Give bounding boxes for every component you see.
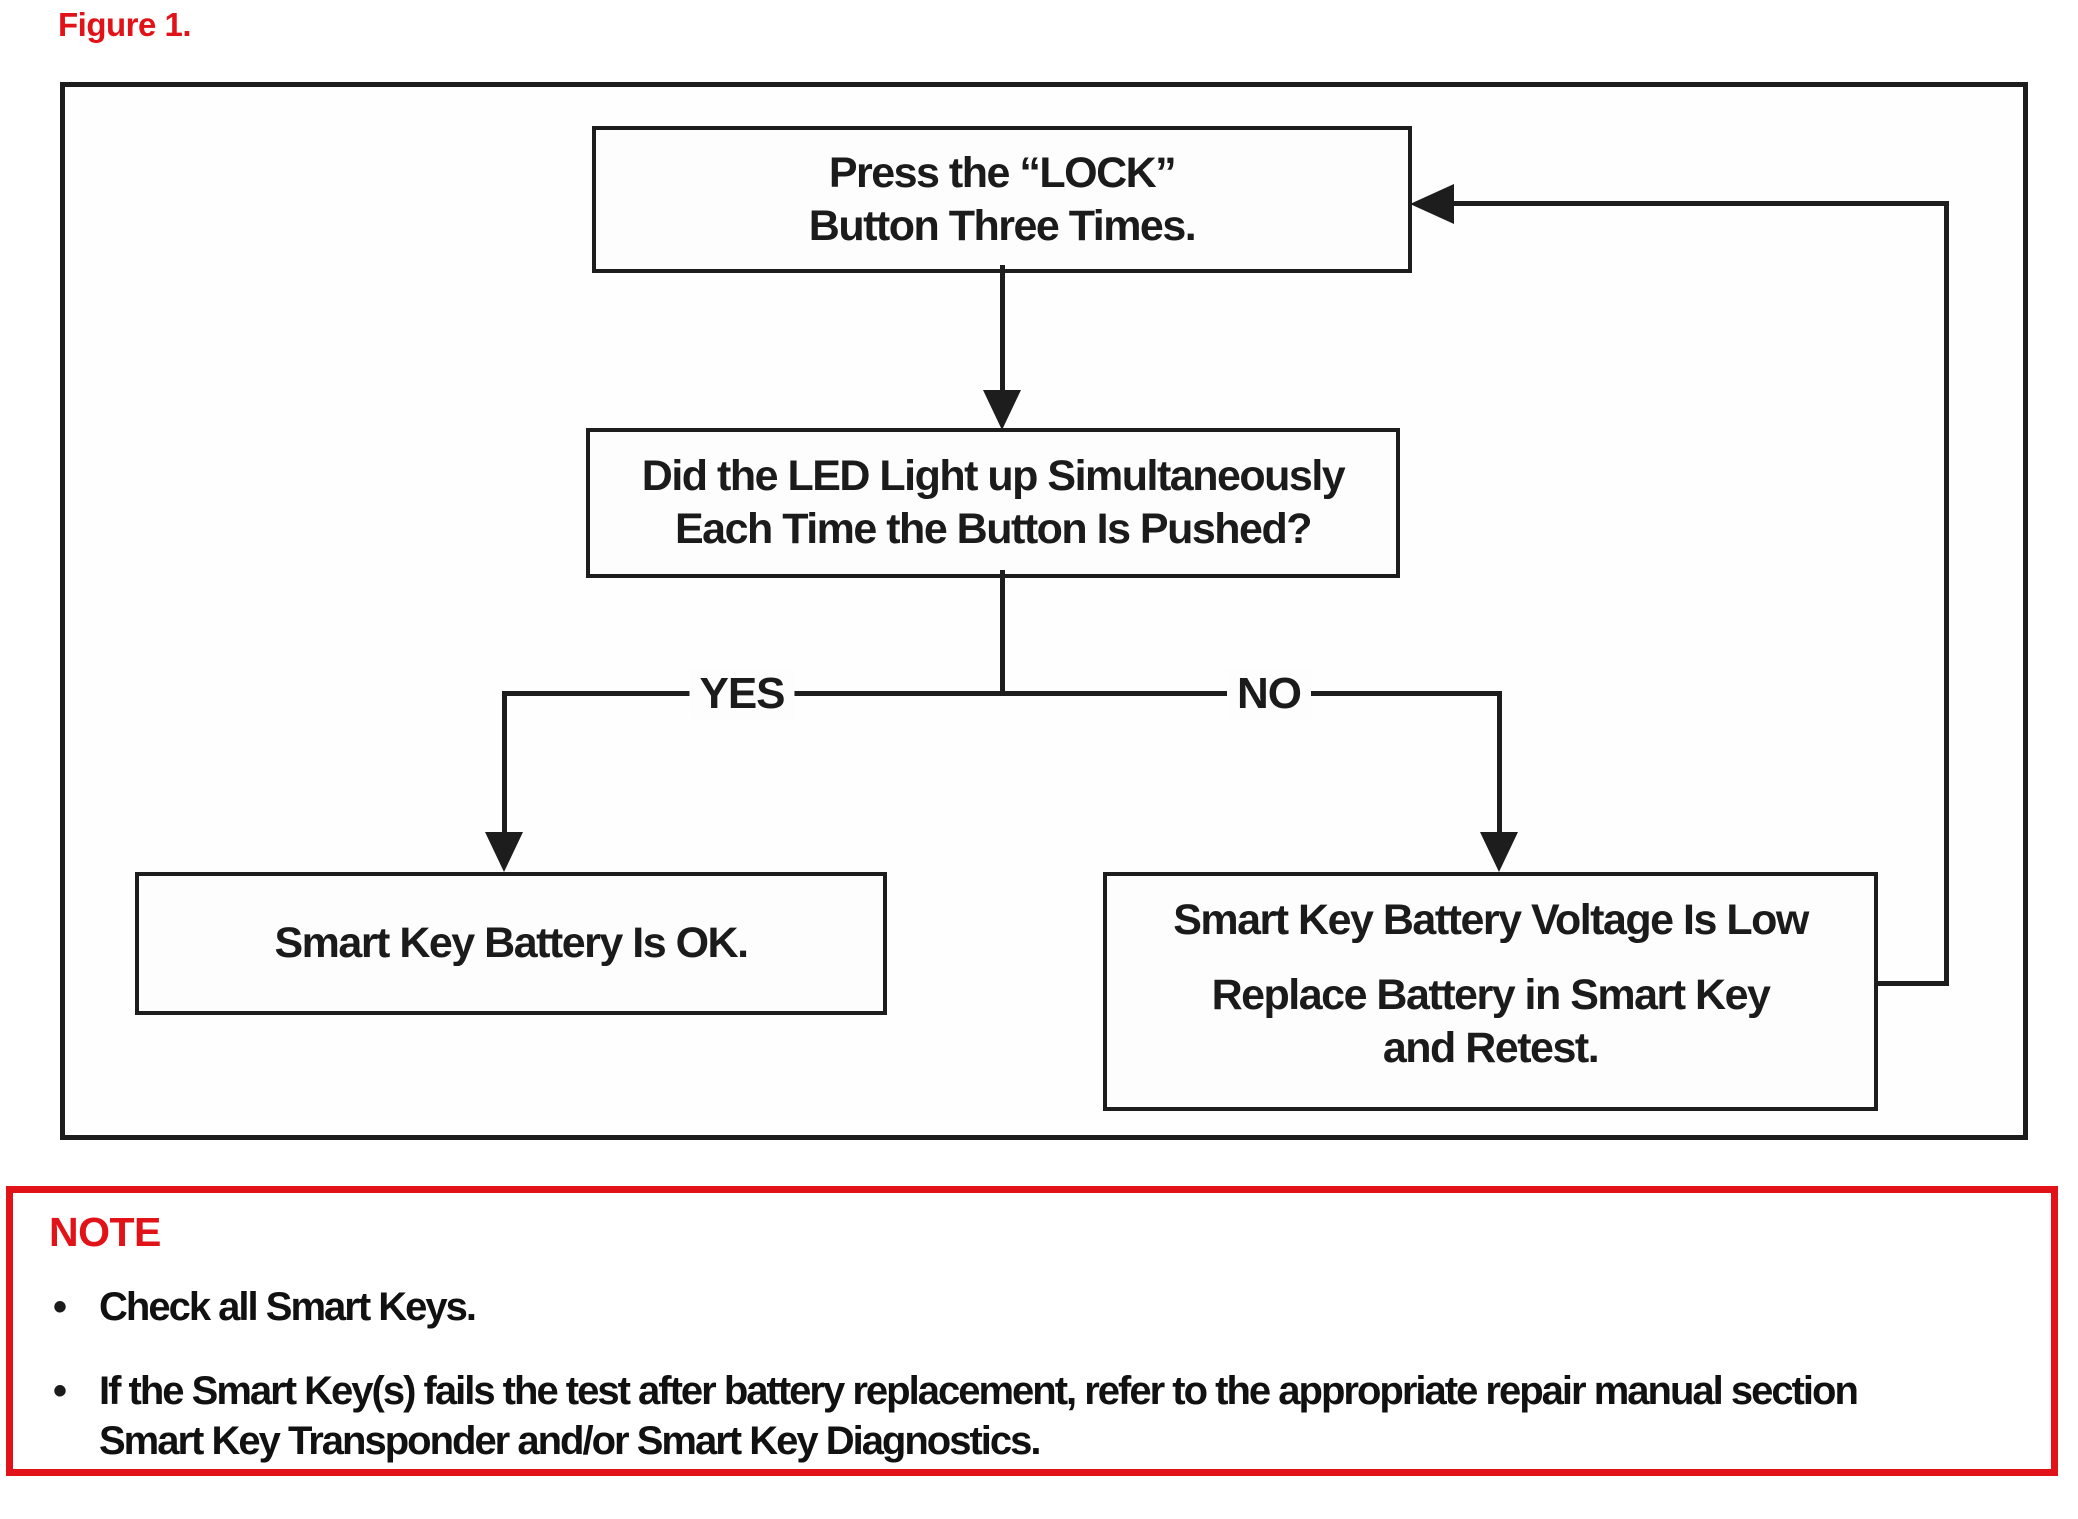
node-battery-low: Smart Key Battery Voltage Is Low Replace…	[1103, 872, 1878, 1111]
branch-label-yes: YES	[689, 669, 795, 719]
bullet-icon: •	[53, 1369, 68, 1413]
node-press-lock: Press the “LOCK” Button Three Times.	[592, 126, 1412, 273]
node-battery-ok-line1: Smart Key Battery Is OK.	[274, 919, 749, 967]
note-bullet-text: If the Smart Key(s) fails the test after…	[99, 1369, 1859, 1463]
arrow-down-icon	[485, 832, 523, 872]
note-title: NOTE	[49, 1209, 161, 1255]
node-press-lock-line2: Button Three Times.	[808, 201, 1197, 250]
node-battery-low-line2: Replace Battery in Smart Key	[1211, 971, 1771, 1019]
node-led-question-line2: Each Time the Button Is Pushed?	[674, 505, 1313, 553]
bullet-icon: •	[53, 1285, 68, 1329]
note-box: NOTE • Check all Smart Keys. • If the Sm…	[6, 1186, 2058, 1476]
connector-question-stem	[1000, 570, 1005, 696]
note-bullet-item: • Check all Smart Keys.	[49, 1282, 2015, 1332]
connector-feedback-vertical	[1944, 201, 1949, 986]
node-battery-ok: Smart Key Battery Is OK.	[135, 872, 887, 1015]
connector-branch-line	[502, 691, 1502, 696]
node-battery-low-line3: and Retest.	[1382, 1024, 1600, 1072]
node-led-question: Did the LED Light up Simultaneously Each…	[586, 428, 1400, 578]
connector-no-drop	[1497, 691, 1502, 836]
connector-yes-drop	[502, 691, 507, 836]
node-battery-low-line1: Smart Key Battery Voltage Is Low	[1173, 896, 1809, 944]
connector-press-to-question	[1000, 265, 1005, 395]
node-led-question-line1: Did the LED Light up Simultaneously	[641, 452, 1346, 500]
branch-label-no: NO	[1227, 669, 1311, 719]
figure-label: Figure 1.	[58, 6, 192, 43]
note-bullet-text: Check all Smart Keys.	[99, 1285, 477, 1329]
node-press-lock-line1: Press the “LOCK”	[828, 148, 1177, 197]
arrow-left-icon	[1410, 184, 1454, 224]
note-bullet-item: • If the Smart Key(s) fails the test aft…	[49, 1366, 2015, 1466]
connector-feedback-top	[1450, 201, 1949, 206]
connector-feedback-bottom	[1874, 981, 1949, 986]
arrow-down-icon	[983, 390, 1021, 430]
arrow-down-icon	[1480, 832, 1518, 872]
